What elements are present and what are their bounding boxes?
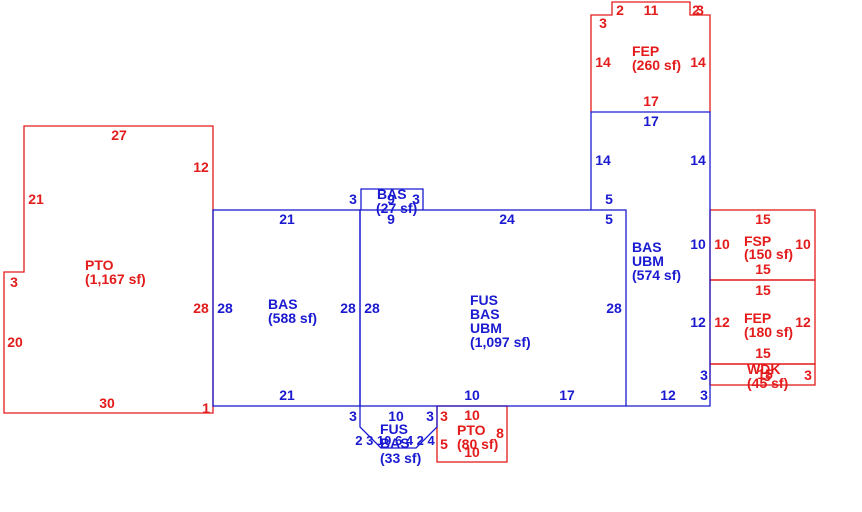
dim-center-bottom-left: 3: [349, 408, 357, 424]
dim-bas-left-right: 28: [340, 300, 356, 316]
dim-fep-top-11: 11: [644, 2, 659, 18]
dim-fep-top-right: 2: [692, 2, 700, 18]
dim-pto-step: 3: [10, 274, 18, 290]
fep-top-outline: [590, 1, 711, 112]
bas-ubm-line2: UBM: [632, 253, 664, 269]
fus-bay-outline: [359, 406, 438, 449]
pto-small-code: PTO: [457, 422, 486, 438]
dim-center-bottom-10: 10: [464, 387, 480, 403]
fus-bay-line1: FUS: [380, 421, 408, 437]
dim-fep-right: 14: [690, 54, 706, 70]
wdk-area: (45 sf): [747, 375, 788, 391]
fus-bay-line2: BAS: [380, 435, 410, 451]
dim-pto-small-left5: 5: [440, 436, 448, 452]
bas-left-area: (588 sf): [268, 310, 317, 326]
dim-pto-small-top: 10: [464, 407, 480, 423]
dim-fsp-top: 15: [755, 211, 771, 227]
dim-bump-left: 3: [349, 191, 357, 207]
center-line1: FUS: [470, 292, 498, 308]
dim-ubm-right-3a: 3: [700, 367, 708, 383]
dim-pto-small-left3: 3: [440, 408, 448, 424]
dim-bay-sides: 2 3 10 6 4 2 4: [355, 433, 435, 448]
dim-ubm-right: 14: [690, 152, 706, 168]
fep-mid-area: (180 sf): [744, 324, 793, 340]
dim-ubm-right-10: 10: [690, 236, 706, 252]
bas-ubm-area: (574 sf): [632, 267, 681, 283]
bas-small-code: BAS: [377, 186, 407, 202]
dim-bump-right: 3: [412, 191, 420, 207]
dim-wdk-right: 3: [804, 367, 812, 383]
pto-main-outline: [3, 125, 214, 414]
center-area: (1,097 sf): [470, 334, 531, 350]
dim-fep-mid-top: 15: [755, 282, 771, 298]
dim-fep-top-2: 2: [616, 2, 624, 18]
dim-pto-right-lower: 28: [193, 300, 209, 316]
fep-top-code: FEP: [632, 43, 659, 59]
center-line3: UBM: [470, 320, 502, 336]
dim-bay-right: 3: [426, 408, 434, 424]
fep-top-area: (260 sf): [632, 57, 681, 73]
dim-fep-bottom: 17: [643, 93, 659, 109]
dim-pto-corner: 1: [202, 400, 210, 416]
dim-pto-small-bottom: 10: [464, 444, 480, 460]
center-outline: [359, 209, 627, 407]
fep-mid-code: FEP: [744, 310, 771, 326]
dim-fsp-left: 10: [714, 236, 730, 252]
bas-ubm-line1: BAS: [632, 239, 662, 255]
dim-ubm-left-5: 5: [605, 191, 613, 207]
dim-center-top-right: 5: [605, 211, 613, 227]
dim-fep-mid-bottom: 15: [755, 345, 771, 361]
dim-ubm-left: 14: [595, 152, 611, 168]
dim-bay-top: 10: [388, 408, 404, 424]
fus-bay-area: (33 sf): [380, 450, 421, 466]
bas-ubm-outline: [590, 111, 711, 407]
dim-fsp-bottom: 15: [755, 261, 771, 277]
fsp-area: (150 sf): [744, 246, 793, 262]
pto-small-area: (80 sf): [457, 436, 498, 452]
dim-pto-left-lower: 20: [7, 334, 23, 350]
dim-ubm-right-12: 12: [690, 314, 706, 330]
dim-bas-left-bottom: 21: [279, 387, 295, 403]
dim-center-top: 24: [499, 211, 515, 227]
pto-main-area: (1,167 sf): [85, 271, 146, 287]
bas-left-code: BAS: [268, 296, 298, 312]
dim-fep-top-left: 3: [599, 15, 607, 31]
dim-fep-left: 14: [595, 54, 611, 70]
dim-pto-right-upper: 12: [193, 159, 209, 175]
dim-center-bottom-17: 17: [559, 387, 575, 403]
dim-fep-mid-right: 12: [795, 314, 811, 330]
wdk-code: WDK: [747, 361, 780, 377]
dim-pto-bottom: 30: [99, 395, 115, 411]
dim-fsp-right: 10: [795, 236, 811, 252]
pto-main-code: PTO: [85, 257, 114, 273]
dim-bump-bottom: 9: [387, 211, 395, 227]
dim-ubm-top: 17: [643, 113, 659, 129]
dim-pto-top: 27: [111, 127, 127, 143]
dim-wdk-3: 3: [763, 368, 771, 384]
bas-bump-outline: [360, 188, 424, 210]
dim-ubm-bottom: 12: [660, 387, 676, 403]
fsp-code: FSP: [744, 233, 771, 249]
dim-center-left: 28: [364, 300, 380, 316]
dim-fep-mid-left: 12: [714, 314, 730, 330]
dim-center-right: 28: [606, 300, 622, 316]
bas-small-area: (27 sf): [376, 200, 417, 216]
dim-bas-left-top: 21: [279, 211, 295, 227]
dim-bas-left-left: 28: [217, 300, 233, 316]
dim-pto-small-right: 8: [496, 425, 504, 441]
dim-ubm-right-3b: 3: [700, 387, 708, 403]
dim-bump-top: 9: [387, 191, 395, 207]
center-line2: BAS: [470, 306, 500, 322]
dim-pto-left-upper: 21: [28, 191, 44, 207]
dim-wdk-15: 15: [757, 366, 773, 382]
dim-fep-top-right-3: 3: [696, 2, 704, 18]
